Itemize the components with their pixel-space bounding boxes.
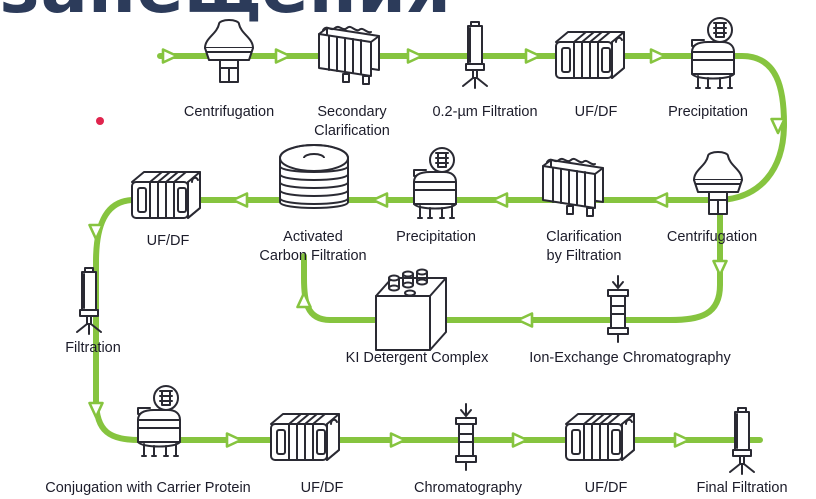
step-label-precipitation: Precipitation [668,104,748,120]
detergent-box-icon [375,268,447,351]
filter-press-icon [542,157,604,217]
step-label-final-filtration: Final Filtration [696,480,787,496]
step-label-activated-carbon-filtration-line2: Carbon Filtration [259,248,366,264]
centrifuge-icon [693,151,743,215]
step-label-clarification-by-filtration-line1: Clarification [546,229,622,245]
ufdf-cassette-icon [131,171,201,219]
step-label-precipitation: Precipitation [396,229,476,245]
precipitation-tank-icon [137,385,181,457]
filter-press-icon [318,25,380,85]
step-label-conjugation-with-carrier-protein: Conjugation with Carrier Protein [45,480,251,496]
step-label-ufdf: UF/DF [147,233,190,249]
step-label-ion-exchange-chromatography: Ion-Exchange Chromatography [529,350,731,366]
chromatography-column-icon [455,403,477,471]
chromatography-column-icon [607,275,629,343]
step-label-ufdf: UF/DF [575,104,618,120]
step-label-clarification-by-filtration-line2: by Filtration [547,248,622,264]
marker-dot [96,117,104,125]
step-label-secondary-clarification-line1: Secondary [317,104,387,120]
step-label-centrifugation: Centrifugation [184,104,274,120]
step-label-secondary-clarification-line2: Clarification [314,123,390,139]
centrifuge-icon [204,19,254,83]
ufdf-cassette-icon [565,413,635,461]
step-label-centrifugation: Centrifugation [667,229,757,245]
ufdf-cassette-icon [270,413,340,461]
step-label-ufdf: UF/DF [585,480,628,496]
step-label-ki-detergent-complex: KI Detergent Complex [346,350,489,366]
carbon-filter-stack-icon [279,144,349,209]
step-label-chromatography: Chromatography [414,480,523,496]
step-label-activated-carbon-filtration-line1: Activated [283,229,343,245]
step-label-filtration: Filtration [65,340,121,356]
step-labels: Centrifugation Secondary Clarification 0… [45,104,787,496]
step-label-ufdf: UF/DF [301,480,344,496]
step-label-0-2um-filtration: 0.2-µm Filtration [432,104,537,120]
precipitation-tank-icon [413,147,457,219]
precipitation-tank-icon [691,17,735,89]
ufdf-cassette-icon [555,31,625,79]
